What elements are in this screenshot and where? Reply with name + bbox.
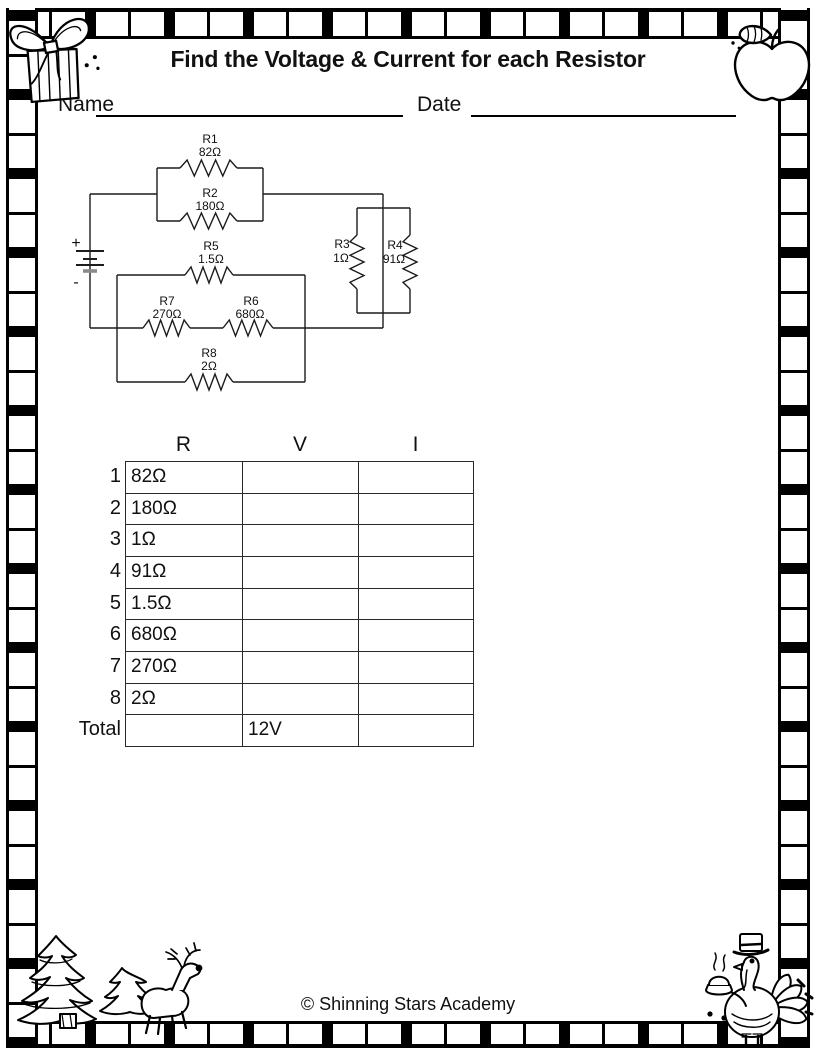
gift-clipart-icon	[9, 17, 100, 104]
footer-credit: © Shinning Stars Academy	[300, 994, 516, 1014]
row-label: 8	[109, 686, 121, 709]
border-band-bottom	[6, 1021, 810, 1048]
resistor-r3-label: R3	[334, 237, 350, 251]
cell-v[interactable]	[242, 619, 358, 651]
name-blank-line[interactable]	[96, 115, 403, 117]
cell-r: 91Ω	[125, 555, 242, 588]
cell-r: 1.5Ω	[125, 587, 242, 620]
date-blank-line[interactable]	[471, 115, 736, 117]
resistor-r2-label: R2	[202, 186, 218, 200]
cell-i[interactable]	[358, 650, 473, 683]
resistor-r7-label: R7	[159, 294, 175, 308]
battery-minus-sign: -	[73, 274, 78, 291]
resistor-r4-label: R4	[387, 238, 403, 252]
cell-r: 2Ω	[125, 682, 242, 715]
cell-v-total: 12V	[242, 714, 358, 746]
cell-v[interactable]	[242, 682, 358, 715]
date-label: Date	[417, 93, 462, 116]
cell-i[interactable]	[358, 524, 473, 556]
column-header-r: R	[175, 433, 192, 456]
row-label: 7	[109, 654, 121, 677]
table-header-row: R V I	[125, 430, 473, 460]
resistor-r6-label: R6	[243, 294, 259, 308]
cell-v[interactable]	[242, 461, 358, 493]
winter-scene-clipart-icon	[17, 935, 203, 1036]
cell-i-total[interactable]	[358, 714, 473, 746]
resistor-r6	[222, 318, 274, 338]
cell-i[interactable]	[358, 682, 473, 715]
cell-r: 82Ω	[125, 461, 242, 493]
row-label: 3	[109, 528, 121, 551]
resistor-r8	[184, 372, 234, 392]
cell-r: 270Ω	[125, 650, 242, 683]
resistor-r8-value: 2Ω	[201, 359, 217, 373]
cell-v[interactable]	[242, 650, 358, 683]
battery-plus-sign: +	[71, 235, 80, 252]
cell-v[interactable]	[242, 555, 358, 588]
resistor-r2	[179, 211, 238, 231]
cell-i[interactable]	[358, 461, 473, 493]
cell-r-total[interactable]	[125, 714, 242, 746]
table-row-labels: 1 2 3 4 5 6 7 8 Total	[50, 461, 123, 746]
column-header-i: I	[412, 433, 419, 456]
cell-r: 180Ω	[125, 492, 242, 525]
row-label: 5	[109, 591, 121, 614]
page-title: Find the Voltage & Current for each Resi…	[170, 46, 646, 72]
resistor-r5-value: 1.5Ω	[198, 252, 224, 266]
cell-v[interactable]	[242, 492, 358, 525]
apple-clipart-icon	[731, 24, 811, 102]
resistor-r3-value: 1Ω	[333, 251, 349, 265]
border-band-right	[778, 8, 810, 1048]
resistor-r7	[142, 317, 191, 339]
resistor-r7-value: 270Ω	[153, 307, 182, 321]
turkey-clipart-icon	[705, 933, 814, 1048]
resistor-r4-value: 91Ω	[383, 252, 405, 266]
resistor-r5-label: R5	[203, 239, 219, 253]
border-band-top	[6, 8, 810, 39]
column-header-v: V	[292, 433, 307, 456]
cell-i[interactable]	[358, 619, 473, 651]
resistor-table: 82Ω 180Ω 1Ω 91Ω 1.5Ω 680Ω 270Ω 2Ω 12V	[125, 461, 474, 747]
circuit-diagram: + - R1 82Ω R2 180Ω R3 1Ω R4 91Ω R5 1.5Ω …	[71, 132, 419, 392]
cell-i[interactable]	[358, 555, 473, 588]
resistor-r1-value: 82Ω	[199, 145, 221, 159]
cell-i[interactable]	[358, 587, 473, 620]
cell-i[interactable]	[358, 492, 473, 525]
resistor-r4	[401, 234, 419, 290]
cell-r: 1Ω	[125, 524, 242, 556]
resistor-r2-value: 180Ω	[196, 199, 225, 213]
resistor-r1-label: R1	[202, 132, 218, 146]
resistor-r5	[184, 265, 234, 285]
row-label: 1	[109, 465, 121, 487]
border-band-left	[6, 8, 38, 1048]
row-label-total: Total	[78, 718, 121, 741]
resistor-r1	[179, 158, 238, 178]
resistor-r3	[348, 234, 366, 290]
cell-r: 680Ω	[125, 619, 242, 651]
cell-v[interactable]	[242, 587, 358, 620]
row-label: 2	[109, 496, 121, 519]
row-label: 6	[109, 623, 121, 646]
resistor-r8-label: R8	[201, 346, 217, 360]
cell-v[interactable]	[242, 524, 358, 556]
resistor-r6-value: 680Ω	[236, 307, 265, 321]
battery-symbol: + -	[71, 194, 104, 328]
row-label: 4	[109, 559, 121, 582]
